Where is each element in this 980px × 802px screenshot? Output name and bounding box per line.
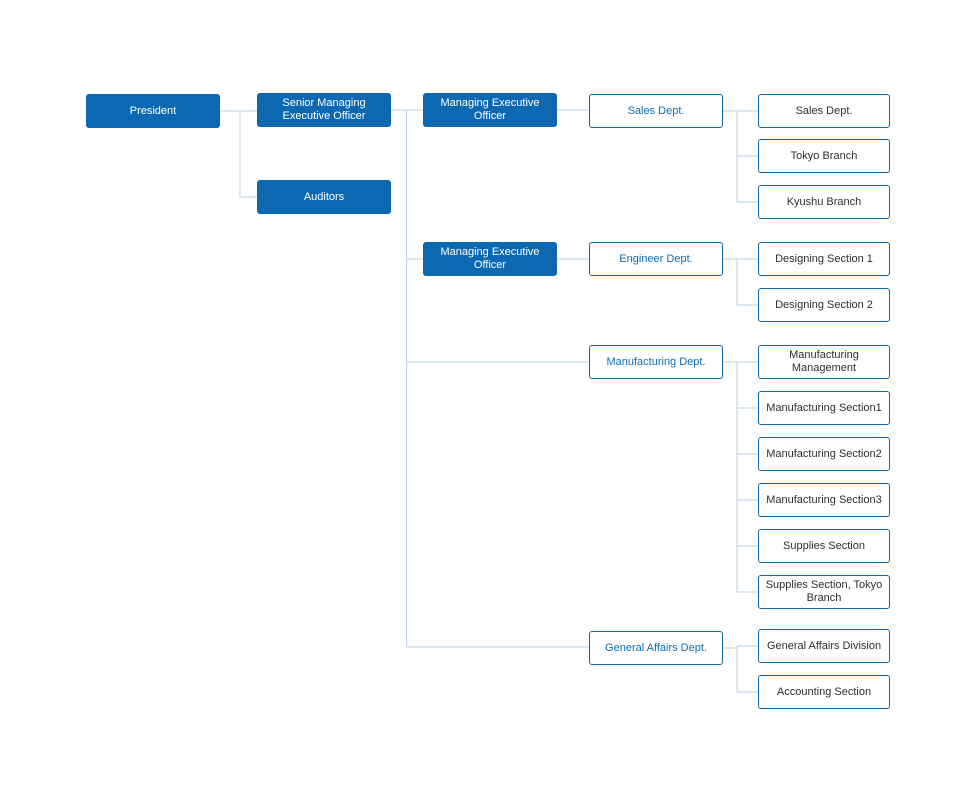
org-node-manufacturing-section-3: Manufacturing Section3	[758, 483, 890, 517]
node-label: Sales Dept.	[627, 104, 685, 117]
node-label: Tokyo Branch	[790, 149, 858, 162]
org-node-sales-dept-section: Sales Dept.	[758, 94, 890, 128]
node-label: Designing Section 2	[775, 298, 873, 311]
org-node-sales-dept: Sales Dept.	[589, 94, 723, 128]
node-label: Manufacturing Dept.	[606, 355, 706, 368]
org-node-manufacturing-section-1: Manufacturing Section1	[758, 391, 890, 425]
org-node-designing-section-1: Designing Section 1	[758, 242, 890, 276]
org-node-managing-executive-officer-1: Managing Executive Officer	[423, 93, 557, 127]
org-node-general-affairs-division: General Affairs Division	[758, 629, 890, 663]
org-node-president: President	[86, 94, 220, 128]
node-label: Managing Executive Officer	[440, 246, 540, 271]
node-label: Manufacturing Section2	[766, 447, 882, 460]
org-node-manufacturing-section-2: Manufacturing Section2	[758, 437, 890, 471]
node-label: Supplies Section, Tokyo Branch	[765, 579, 883, 604]
node-label: Manufacturing Management	[789, 349, 859, 374]
org-node-supplies-section-tokyo-branch: Supplies Section, Tokyo Branch	[758, 575, 890, 609]
org-node-manufacturing-management: Manufacturing Management	[758, 345, 890, 379]
node-label: Accounting Section	[776, 685, 872, 698]
node-label: President	[129, 104, 177, 117]
org-node-accounting-section: Accounting Section	[758, 675, 890, 709]
org-node-supplies-section: Supplies Section	[758, 529, 890, 563]
node-label: Designing Section 1	[775, 252, 873, 265]
org-node-general-affairs-dept: General Affairs Dept.	[589, 631, 723, 665]
node-label: Kyushu Branch	[786, 195, 862, 208]
org-node-designing-section-2: Designing Section 2	[758, 288, 890, 322]
org-node-kyushu-branch: Kyushu Branch	[758, 185, 890, 219]
node-label: Supplies Section	[783, 539, 865, 552]
org-node-senior-managing-executive-officer: Senior Managing Executive Officer	[257, 93, 391, 127]
org-node-tokyo-branch: Tokyo Branch	[758, 139, 890, 173]
org-node-manufacturing-dept: Manufacturing Dept.	[589, 345, 723, 379]
node-label: Engineer Dept.	[619, 252, 693, 265]
node-label: Senior Managing Executive Officer	[282, 97, 366, 122]
node-label: Sales Dept.	[795, 104, 853, 117]
node-label: General Affairs Dept.	[605, 641, 707, 654]
node-label: General Affairs Division	[766, 639, 882, 652]
org-node-engineer-dept: Engineer Dept.	[589, 242, 723, 276]
node-label: Auditors	[303, 190, 345, 203]
node-label: Managing Executive Officer	[440, 97, 540, 122]
node-label: Manufacturing Section3	[766, 493, 882, 506]
org-node-managing-executive-officer-2: Managing Executive Officer	[423, 242, 557, 276]
node-label: Manufacturing Section1	[766, 401, 882, 414]
org-node-auditors: Auditors	[257, 180, 391, 214]
